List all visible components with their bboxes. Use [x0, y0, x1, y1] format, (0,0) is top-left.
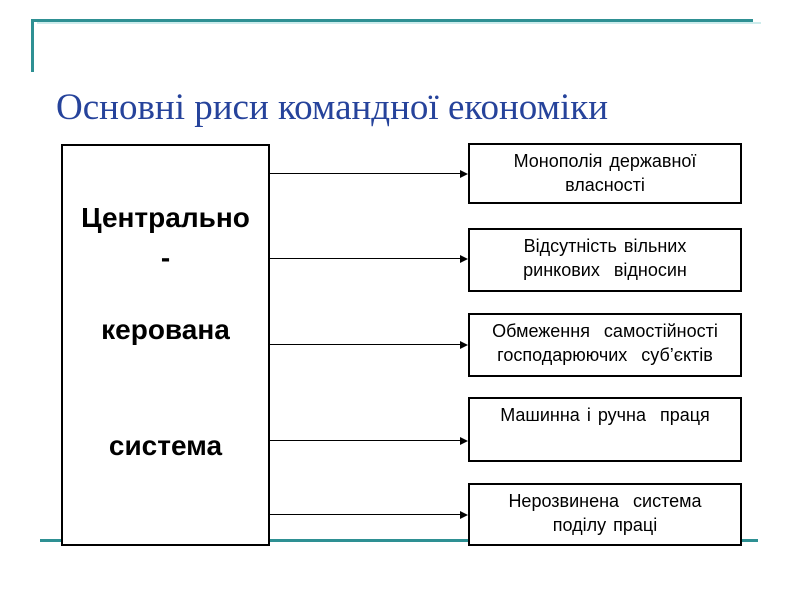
arrow-head-icon [460, 255, 468, 263]
feature-box-line: Монополія державної [513, 151, 697, 171]
feature-box-line: Машинна і ручна праця [500, 405, 710, 425]
top-accent-line-highlight [37, 22, 761, 24]
central-box-line-2: - [160, 242, 171, 273]
feature-box-line: Нерозвинена система [508, 491, 702, 511]
connector-arrow-5 [270, 511, 468, 519]
feature-box-machine-manual-labor: Машинна і ручна праця [468, 397, 742, 462]
arrow-head-icon [460, 437, 468, 445]
feature-box-state-ownership-monopoly: Монополія державної власності [468, 143, 742, 204]
top-accent-line [31, 19, 753, 22]
feature-box-line: поділу праці [552, 515, 658, 535]
connector-arrow-3 [270, 341, 468, 349]
central-box-line-3: керована [101, 314, 230, 345]
feature-box-undeveloped-labor-division: Нерозвинена система поділу праці [468, 483, 742, 546]
feature-box-line: Відсутність вільних [523, 236, 687, 256]
central-system-box: Центрально - керована система [61, 144, 270, 546]
left-accent-line [31, 19, 34, 72]
arrow-head-icon [460, 511, 468, 519]
central-box-line-1: Центрально [81, 202, 250, 233]
slide-title: Основні риси командної економіки [56, 87, 609, 128]
feature-box-line: Обмеження самостійності [492, 321, 718, 341]
arrow-head-icon [460, 341, 468, 349]
feature-box-line: ринкових відносин [523, 260, 687, 280]
arrow-head-icon [460, 170, 468, 178]
feature-box-no-free-market: Відсутність вільних ринкових відносин [468, 228, 742, 292]
connector-arrow-1 [270, 170, 468, 178]
feature-box-line: власності [565, 175, 645, 195]
feature-box-line: господарюючих суб’єктів [497, 345, 713, 365]
connector-arrow-4 [270, 437, 468, 445]
bottom-accent-line [40, 539, 758, 542]
central-box-line-4: система [108, 430, 223, 461]
connector-arrow-2 [270, 255, 468, 263]
feature-box-limited-autonomy: Обмеження самостійності господарюючих су… [468, 313, 742, 377]
